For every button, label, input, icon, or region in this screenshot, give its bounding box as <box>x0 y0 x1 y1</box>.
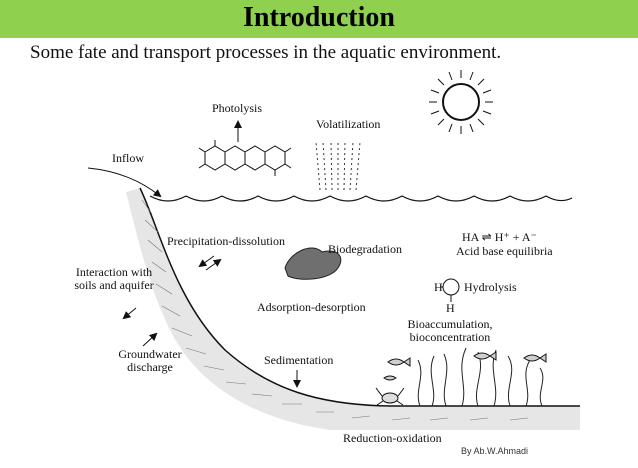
label-acid-base: Acid base equilibria <box>456 244 553 258</box>
bank-line <box>139 187 580 407</box>
author-credit: By Ab.W.Ahmadi <box>461 446 529 456</box>
interaction-arrow <box>122 307 137 320</box>
label-biodegradation: Biodegradation <box>328 242 402 256</box>
seaweed <box>417 347 544 407</box>
molecule-icon <box>198 140 292 176</box>
label-bioaccum-1: Bioaccumulation, <box>407 317 493 331</box>
water-molecule-icon <box>440 278 460 302</box>
label-groundwater-2: discharge <box>127 360 173 374</box>
inflow-arrow <box>87 167 162 198</box>
label-interaction-1: Interaction with <box>75 265 153 279</box>
label-groundwater-1: Groundwater <box>118 347 182 361</box>
groundwater-arrow <box>142 332 158 347</box>
sediment-bank <box>126 188 580 430</box>
label-sedimentation: Sedimentation <box>264 353 334 367</box>
fish-icon <box>383 351 547 381</box>
precip-arrow-out <box>205 258 222 271</box>
label-h-bottom: H <box>446 301 455 315</box>
particle-blob <box>284 247 342 280</box>
sun-icon <box>429 70 493 134</box>
bank-hatching <box>141 199 529 421</box>
label-bioaccum-2: bioconcentration <box>409 330 491 344</box>
precip-arrow-in <box>198 255 215 268</box>
label-reduction: Reduction-oxidation <box>343 431 442 445</box>
label-adsorption: Adsorption-desorption <box>257 300 366 314</box>
title-bar <box>0 0 638 38</box>
label-acid-equation: HA ⇌ H⁺ + A⁻ <box>462 230 537 244</box>
label-inflow: Inflow <box>112 151 144 165</box>
label-h-left: H <box>434 280 443 294</box>
label-hydrolysis: Hydrolysis <box>464 280 517 294</box>
volatilization-dashes <box>315 141 361 191</box>
slide-title: Introduction <box>243 2 395 33</box>
label-precipitation: Precipitation-dissolution <box>167 234 285 248</box>
label-interaction-2: soils and aquifer <box>74 278 154 292</box>
water-surface <box>149 195 573 202</box>
crab-icon <box>375 387 405 406</box>
label-volatilization: Volatilization <box>316 117 381 131</box>
slide-subtitle: Some fate and transport processes in the… <box>30 42 502 63</box>
label-photolysis: Photolysis <box>212 101 263 115</box>
